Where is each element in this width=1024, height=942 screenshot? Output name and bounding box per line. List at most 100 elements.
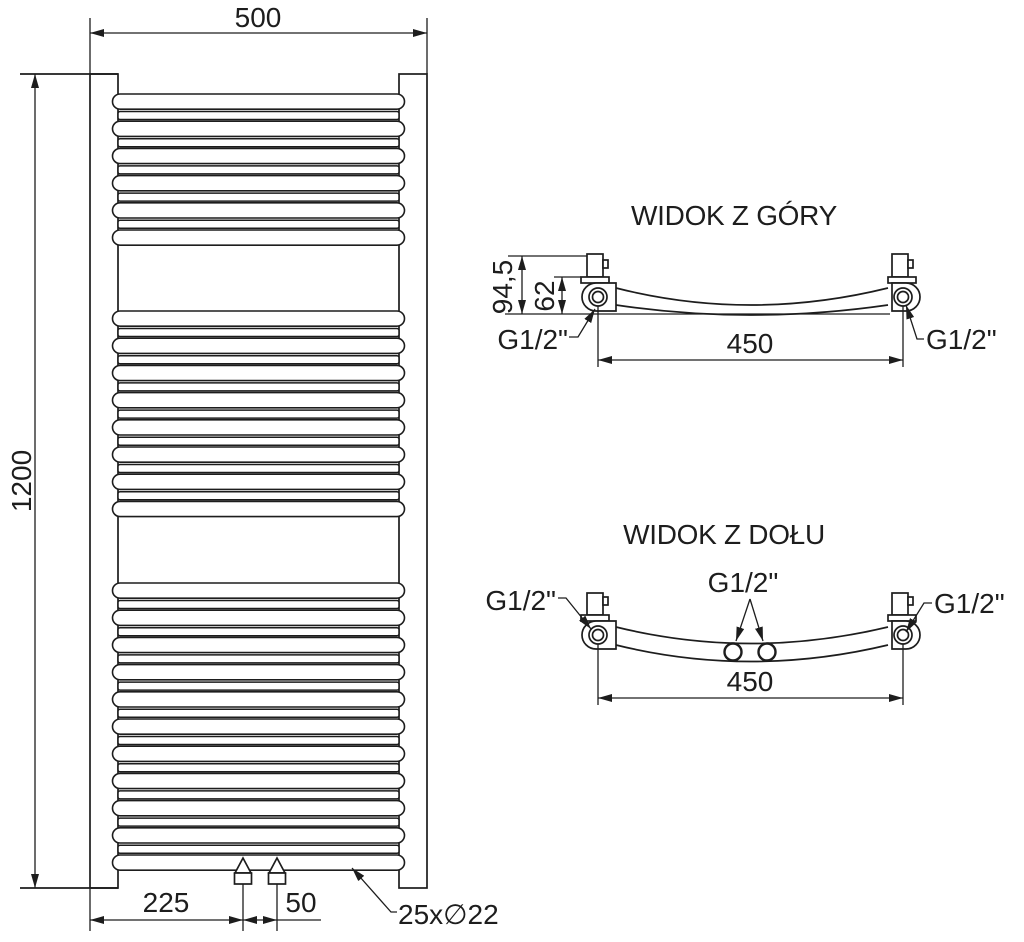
- tube-gap-band: [117, 137, 400, 148]
- left-fitting-top-view: [580, 253, 617, 312]
- dim-label-width: 500: [235, 2, 282, 33]
- thread-size-label: G1/2": [497, 324, 568, 355]
- radiator-tube: [111, 473, 406, 491]
- radiator-tube: [111, 609, 406, 627]
- dim-width-500: 500: [89, 2, 428, 74]
- dim-label-height: 1200: [6, 450, 37, 512]
- thread-port-bore: [591, 628, 605, 642]
- tube-arc-inner: [615, 304, 889, 316]
- vent-nub: [907, 596, 914, 606]
- thread-size-label: G1/2": [485, 585, 556, 616]
- tube-gap-band: [117, 436, 400, 447]
- dim-span-450-bottom: 450: [597, 644, 904, 705]
- radiator-tube: [111, 799, 406, 817]
- tube-gap-band: [117, 463, 400, 474]
- thread-label-bottom-left: G1/2": [485, 585, 592, 630]
- fitting-flange: [887, 614, 917, 622]
- tube-arc-outer: [615, 287, 889, 306]
- tube-gap-band: [117, 654, 400, 664]
- thread-size-label: G1/2": [926, 324, 997, 355]
- dim-label-axis-depth: 62: [529, 280, 560, 311]
- thread-port-bore: [896, 290, 910, 304]
- dim-bottom-ports: 225 50: [89, 884, 321, 931]
- radiator-tube: [111, 826, 406, 844]
- radiator-tube: [111, 174, 406, 192]
- radiator-tube: [111, 446, 406, 463]
- dim-label-span: 450: [727, 328, 774, 359]
- valve-body: [233, 872, 253, 885]
- tube-count-note: 25x∅22: [351, 867, 499, 930]
- tube-gap-band: [117, 327, 400, 338]
- bottom-view-title: WIDOK Z DOŁU: [623, 519, 825, 550]
- thread-size-label: G1/2": [708, 567, 779, 598]
- dim-depth-94-5: 94,5: [487, 255, 587, 315]
- tube-gap-band: [117, 110, 400, 121]
- bottom-view: WIDOK Z DOŁU G1/2": [485, 519, 1005, 705]
- thread-label-bottom-right: G1/2": [905, 588, 1005, 633]
- tube-gap-band: [117, 708, 400, 719]
- leader-line: [569, 308, 596, 338]
- radiator-tube: [111, 418, 406, 436]
- radiator-tube: [111, 663, 406, 681]
- radiator-tube: [111, 229, 406, 246]
- tube-gap-band: [117, 490, 400, 501]
- tube-gap-band: [117, 762, 400, 773]
- dim-label-depth: 94,5: [487, 260, 518, 315]
- thread-port-bore: [591, 290, 605, 304]
- right-fitting-top-view: [887, 253, 921, 312]
- thread-size-label: G1/2": [934, 588, 1005, 619]
- tube-gap-band: [117, 626, 400, 637]
- dim-label-port-offset: 225: [143, 887, 190, 918]
- top-view-title: WIDOK Z GÓRY: [631, 200, 838, 231]
- tube-count-label: 25x∅22: [398, 899, 499, 930]
- tube-gap-band: [117, 382, 400, 392]
- leader-line: [351, 867, 397, 913]
- tube-gap-band: [117, 599, 400, 610]
- thread-port-bore: [896, 628, 910, 642]
- dim-label-span: 450: [727, 666, 774, 697]
- radiator-tube: [111, 202, 406, 219]
- radiator-tube: [111, 854, 406, 871]
- fitting-block: [891, 253, 909, 278]
- fitting-flange: [580, 276, 610, 284]
- tube-arc-outer: [615, 626, 889, 645]
- radiator-tube: [111, 500, 406, 518]
- fitting-block: [586, 253, 604, 278]
- fitting-block: [891, 592, 909, 616]
- radiator-tube: [111, 718, 406, 735]
- top-view: WIDOK Z GÓRY 94,5: [487, 200, 997, 367]
- dim-axis-62: 62: [529, 276, 581, 314]
- left-fitting-bottom-view: [580, 592, 617, 650]
- center-port-left: [723, 642, 743, 662]
- thread-label-bottom-center: G1/2": [708, 567, 779, 642]
- leader-line: [905, 304, 924, 340]
- radiator-tube: [111, 147, 406, 165]
- radiator-tube: [111, 772, 406, 790]
- tube-gap-band: [117, 409, 400, 419]
- radiator-tube: [111, 337, 406, 355]
- fitting-block: [586, 592, 604, 616]
- tube-gap-band: [117, 165, 400, 175]
- front-view: 500 1200 225 50 25x∅22: [6, 2, 499, 931]
- dim-label-port-spacing: 50: [285, 887, 316, 918]
- tube-array: [111, 93, 406, 871]
- tube-arc-inner: [615, 644, 889, 663]
- radiator-tube: [111, 120, 406, 138]
- leader-line: [735, 598, 751, 642]
- vent-nub: [602, 596, 609, 606]
- vent-nub: [907, 259, 914, 269]
- radiator-tube: [111, 364, 406, 382]
- radiator-tube: [111, 310, 406, 327]
- thread-label-top-left: G1/2": [497, 308, 596, 355]
- radiator-tube: [111, 690, 406, 708]
- center-port-right: [757, 642, 777, 662]
- fitting-flange: [887, 276, 917, 284]
- tube-gap-band: [117, 844, 400, 855]
- fitting-flange: [580, 614, 610, 622]
- tube-gap-band: [117, 354, 400, 365]
- radiator-tube: [111, 93, 406, 110]
- valve-body: [267, 872, 287, 885]
- tube-gap-band: [117, 681, 400, 691]
